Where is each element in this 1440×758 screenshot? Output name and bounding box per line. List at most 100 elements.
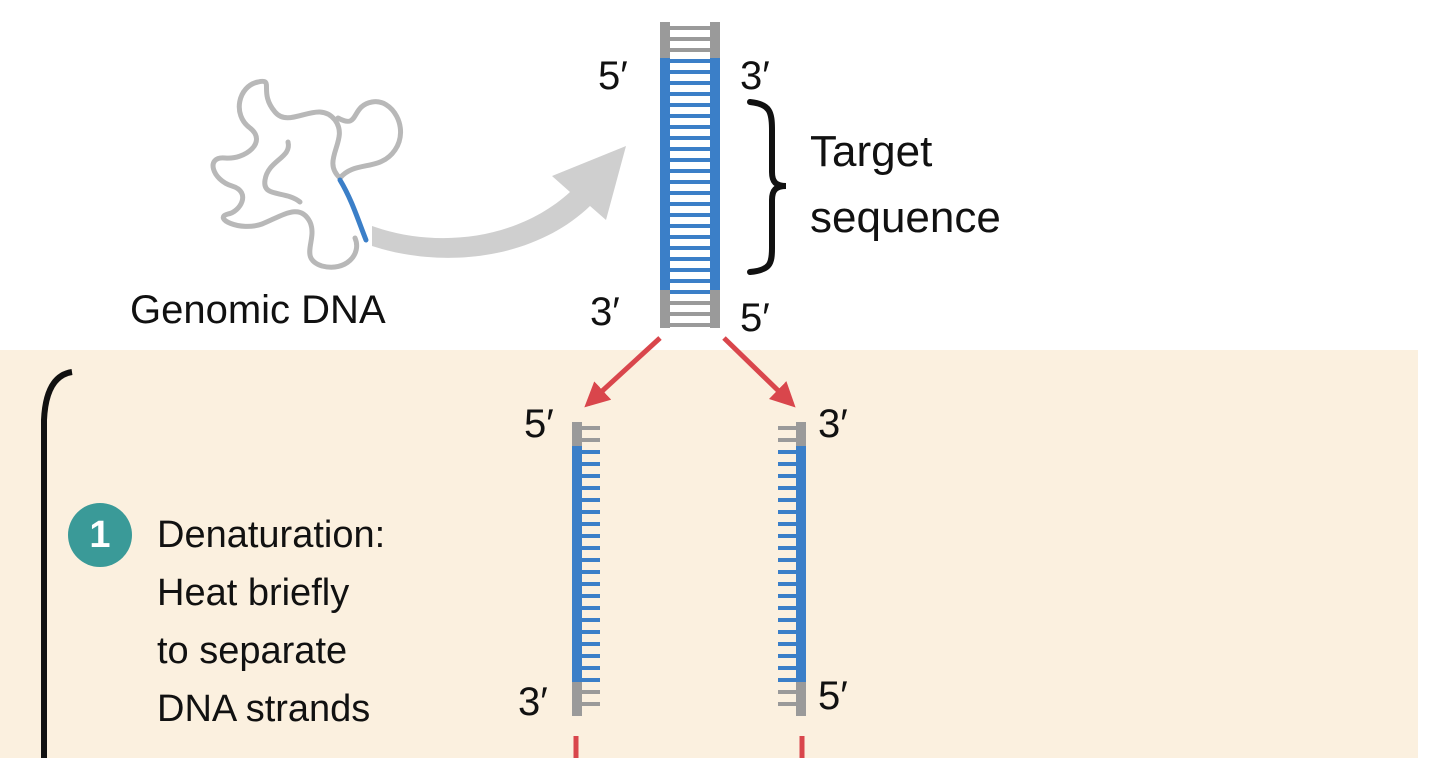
base-pair-rung bbox=[668, 290, 712, 294]
base-pair-rung bbox=[668, 169, 712, 173]
base-pair-rung bbox=[668, 147, 712, 151]
target-brace bbox=[747, 99, 787, 275]
coil-target-segment bbox=[337, 177, 369, 243]
base-stub bbox=[778, 462, 796, 466]
base-pair-rung bbox=[668, 312, 712, 316]
base-stub bbox=[778, 534, 796, 538]
base-stub bbox=[582, 426, 600, 430]
strand-flank bbox=[710, 22, 720, 58]
strand-flank bbox=[660, 22, 670, 58]
base-stub bbox=[778, 630, 796, 634]
step-description: Denaturation: Heat briefly to separate D… bbox=[157, 506, 385, 738]
base-stub bbox=[582, 654, 600, 658]
base-pair-rung bbox=[668, 191, 712, 195]
base-stub bbox=[582, 486, 600, 490]
left-strand-top-end: 5′ bbox=[524, 402, 554, 446]
step-line: Denaturation: bbox=[157, 514, 386, 556]
base-pair-rung bbox=[668, 59, 712, 63]
base-pair-rung bbox=[668, 81, 712, 85]
base-stub bbox=[778, 450, 796, 454]
base-pair-rung bbox=[668, 103, 712, 107]
base-pair-rung bbox=[668, 202, 712, 206]
step-line: DNA strands bbox=[157, 688, 371, 730]
strand-flank bbox=[660, 290, 670, 328]
duplex-top-left-end: 5′ bbox=[598, 54, 628, 98]
base-pair-rung bbox=[668, 48, 712, 52]
step-bracket bbox=[41, 369, 73, 758]
big-curved-arrow bbox=[372, 146, 626, 258]
base-stub bbox=[582, 522, 600, 526]
base-stub bbox=[778, 438, 796, 442]
base-stub bbox=[582, 606, 600, 610]
right-strand-top-end: 3′ bbox=[818, 402, 848, 446]
base-stub bbox=[582, 558, 600, 562]
base-stub bbox=[778, 426, 796, 430]
base-stub bbox=[582, 582, 600, 586]
base-pair-rung bbox=[668, 213, 712, 217]
base-stub bbox=[778, 510, 796, 514]
base-stub bbox=[778, 690, 796, 694]
base-stub bbox=[582, 630, 600, 634]
base-stub bbox=[778, 702, 796, 706]
base-pair-rung bbox=[668, 37, 712, 41]
base-stub bbox=[582, 570, 600, 574]
base-pair-rung bbox=[668, 158, 712, 162]
base-stub bbox=[778, 606, 796, 610]
base-pair-rung bbox=[668, 125, 712, 129]
base-stub bbox=[778, 558, 796, 562]
base-stub bbox=[582, 546, 600, 550]
base-pair-rung bbox=[668, 136, 712, 140]
strand-target-segment bbox=[660, 58, 670, 290]
duplex-top-right-end: 3′ bbox=[740, 54, 770, 98]
target-label-line1: Target bbox=[810, 127, 933, 176]
target-label-line2: sequence bbox=[810, 193, 1001, 242]
base-pair-rung bbox=[668, 180, 712, 184]
base-stub bbox=[778, 594, 796, 598]
base-stub bbox=[582, 474, 600, 478]
base-stub bbox=[778, 618, 796, 622]
strand-target-segment bbox=[572, 446, 582, 682]
base-stub bbox=[778, 666, 796, 670]
base-stub bbox=[778, 570, 796, 574]
base-pair-rung bbox=[668, 246, 712, 250]
dna-duplex bbox=[660, 22, 720, 328]
base-pair-rung bbox=[668, 92, 712, 96]
right-strand-bottom-end: 5′ bbox=[818, 674, 848, 718]
strand-target-segment bbox=[796, 446, 806, 682]
base-stub bbox=[778, 654, 796, 658]
base-stub bbox=[582, 510, 600, 514]
base-stub bbox=[582, 642, 600, 646]
base-pair-rung bbox=[668, 70, 712, 74]
base-stub bbox=[778, 678, 796, 682]
step-line: Heat briefly bbox=[157, 572, 350, 614]
base-pair-rung bbox=[668, 26, 712, 30]
base-pair-rung bbox=[668, 301, 712, 305]
base-pair-rung bbox=[668, 323, 712, 327]
base-stub bbox=[778, 522, 796, 526]
base-pair-rung bbox=[668, 268, 712, 272]
base-stub bbox=[582, 498, 600, 502]
base-stub bbox=[582, 462, 600, 466]
split-arrow-right bbox=[722, 336, 796, 408]
duplex-bottom-right-end: 5′ bbox=[740, 296, 770, 340]
strand-flank bbox=[710, 290, 720, 328]
base-stub bbox=[778, 642, 796, 646]
left-strand-bottom-end: 3′ bbox=[518, 680, 548, 724]
step-line: to separate bbox=[157, 630, 348, 672]
strand-flank bbox=[572, 682, 582, 716]
left-single-strand bbox=[572, 422, 600, 716]
base-stub bbox=[582, 534, 600, 538]
split-arrow-left bbox=[584, 336, 662, 408]
base-pair-rung bbox=[668, 114, 712, 118]
strand-flank bbox=[572, 422, 582, 446]
right-single-strand bbox=[778, 422, 806, 716]
strand-flank bbox=[796, 682, 806, 716]
base-pair-rung bbox=[668, 257, 712, 261]
step-number-badge: 1 bbox=[68, 503, 132, 567]
strand-target-segment bbox=[710, 58, 720, 290]
base-pair-rung bbox=[668, 235, 712, 239]
base-stub bbox=[582, 690, 600, 694]
genomic-dna-label: Genomic DNA bbox=[130, 288, 386, 332]
duplex-bottom-left-end: 3′ bbox=[590, 290, 620, 334]
